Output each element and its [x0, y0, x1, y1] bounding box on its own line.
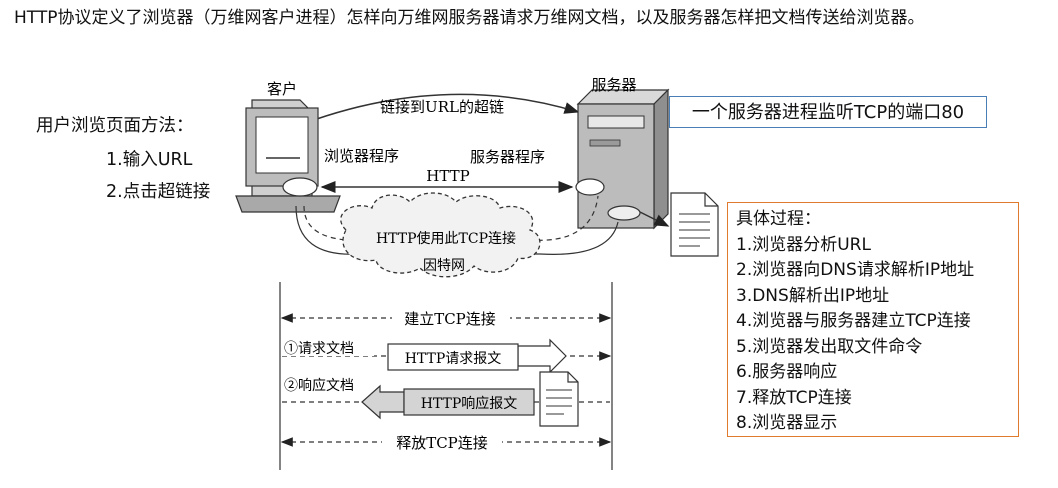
request-message-box — [387, 343, 519, 371]
internet-cloud — [340, 192, 541, 278]
method-item-2: 2.点击超链接 — [106, 182, 211, 202]
server-program-label: 服务器程序 — [470, 148, 545, 166]
request-arrow — [517, 338, 567, 374]
response-message-box — [403, 388, 535, 416]
step-item: 2.浏览器向DNS请求解析IP地址 — [736, 260, 975, 280]
step-item: 8.浏览器显示 — [736, 413, 838, 433]
step-item: 6.服务器响应 — [736, 362, 838, 382]
methods-title: 用户浏览页面方法： — [36, 116, 194, 136]
intro-text: HTTP协议定义了浏览器（万维网客户进程）怎样向万维网服务器请求万维网文档，以及… — [14, 8, 925, 28]
request-label: ①请求文档 — [284, 341, 354, 357]
request-message: HTTP请求报文 — [405, 351, 502, 367]
cloud-tcp-label: HTTP使用此TCP连接 — [376, 230, 516, 247]
client-computer-icon — [235, 99, 341, 213]
response-document-icon — [539, 371, 579, 427]
server-label: 服务器 — [591, 76, 636, 94]
step-item: 1.浏览器分析URL — [736, 234, 871, 255]
method-item-1: 1.输入URL — [106, 150, 193, 170]
http-label: HTTP — [426, 167, 469, 185]
internet-label: 因特网 — [423, 258, 465, 274]
hyperlink-arc — [291, 93, 580, 129]
step-item: 7.释放TCP连接 — [736, 387, 852, 408]
document-icon — [670, 192, 719, 257]
response-arrow — [361, 384, 405, 420]
client-label: 客户 — [267, 80, 297, 98]
step-item: 3.DNS解析出IP地址 — [736, 285, 890, 306]
tcp-port-note: 一个服务器进程监听TCP的端口80 — [669, 96, 987, 128]
step-item: 5.浏览器发出取文件命令 — [736, 336, 923, 357]
server-icon — [575, 88, 670, 230]
response-message: HTTP响应报文 — [421, 395, 518, 412]
establish-tcp-label: 建立TCP连接 — [404, 310, 496, 328]
hyperlink-label: 链接到URL的超链 — [380, 98, 504, 116]
response-label: ②响应文档 — [284, 377, 354, 394]
steps-box: 具体过程： 1.浏览器分析URL 2.浏览器向DNS请求解析IP地址 3.DNS… — [727, 202, 1019, 437]
steps-title: 具体过程： — [736, 209, 821, 229]
browser-label: 浏览器程序 — [324, 147, 399, 165]
release-tcp-label: 释放TCP连接 — [396, 434, 488, 452]
step-item: 4.浏览器与服务器建立TCP连接 — [736, 311, 971, 331]
